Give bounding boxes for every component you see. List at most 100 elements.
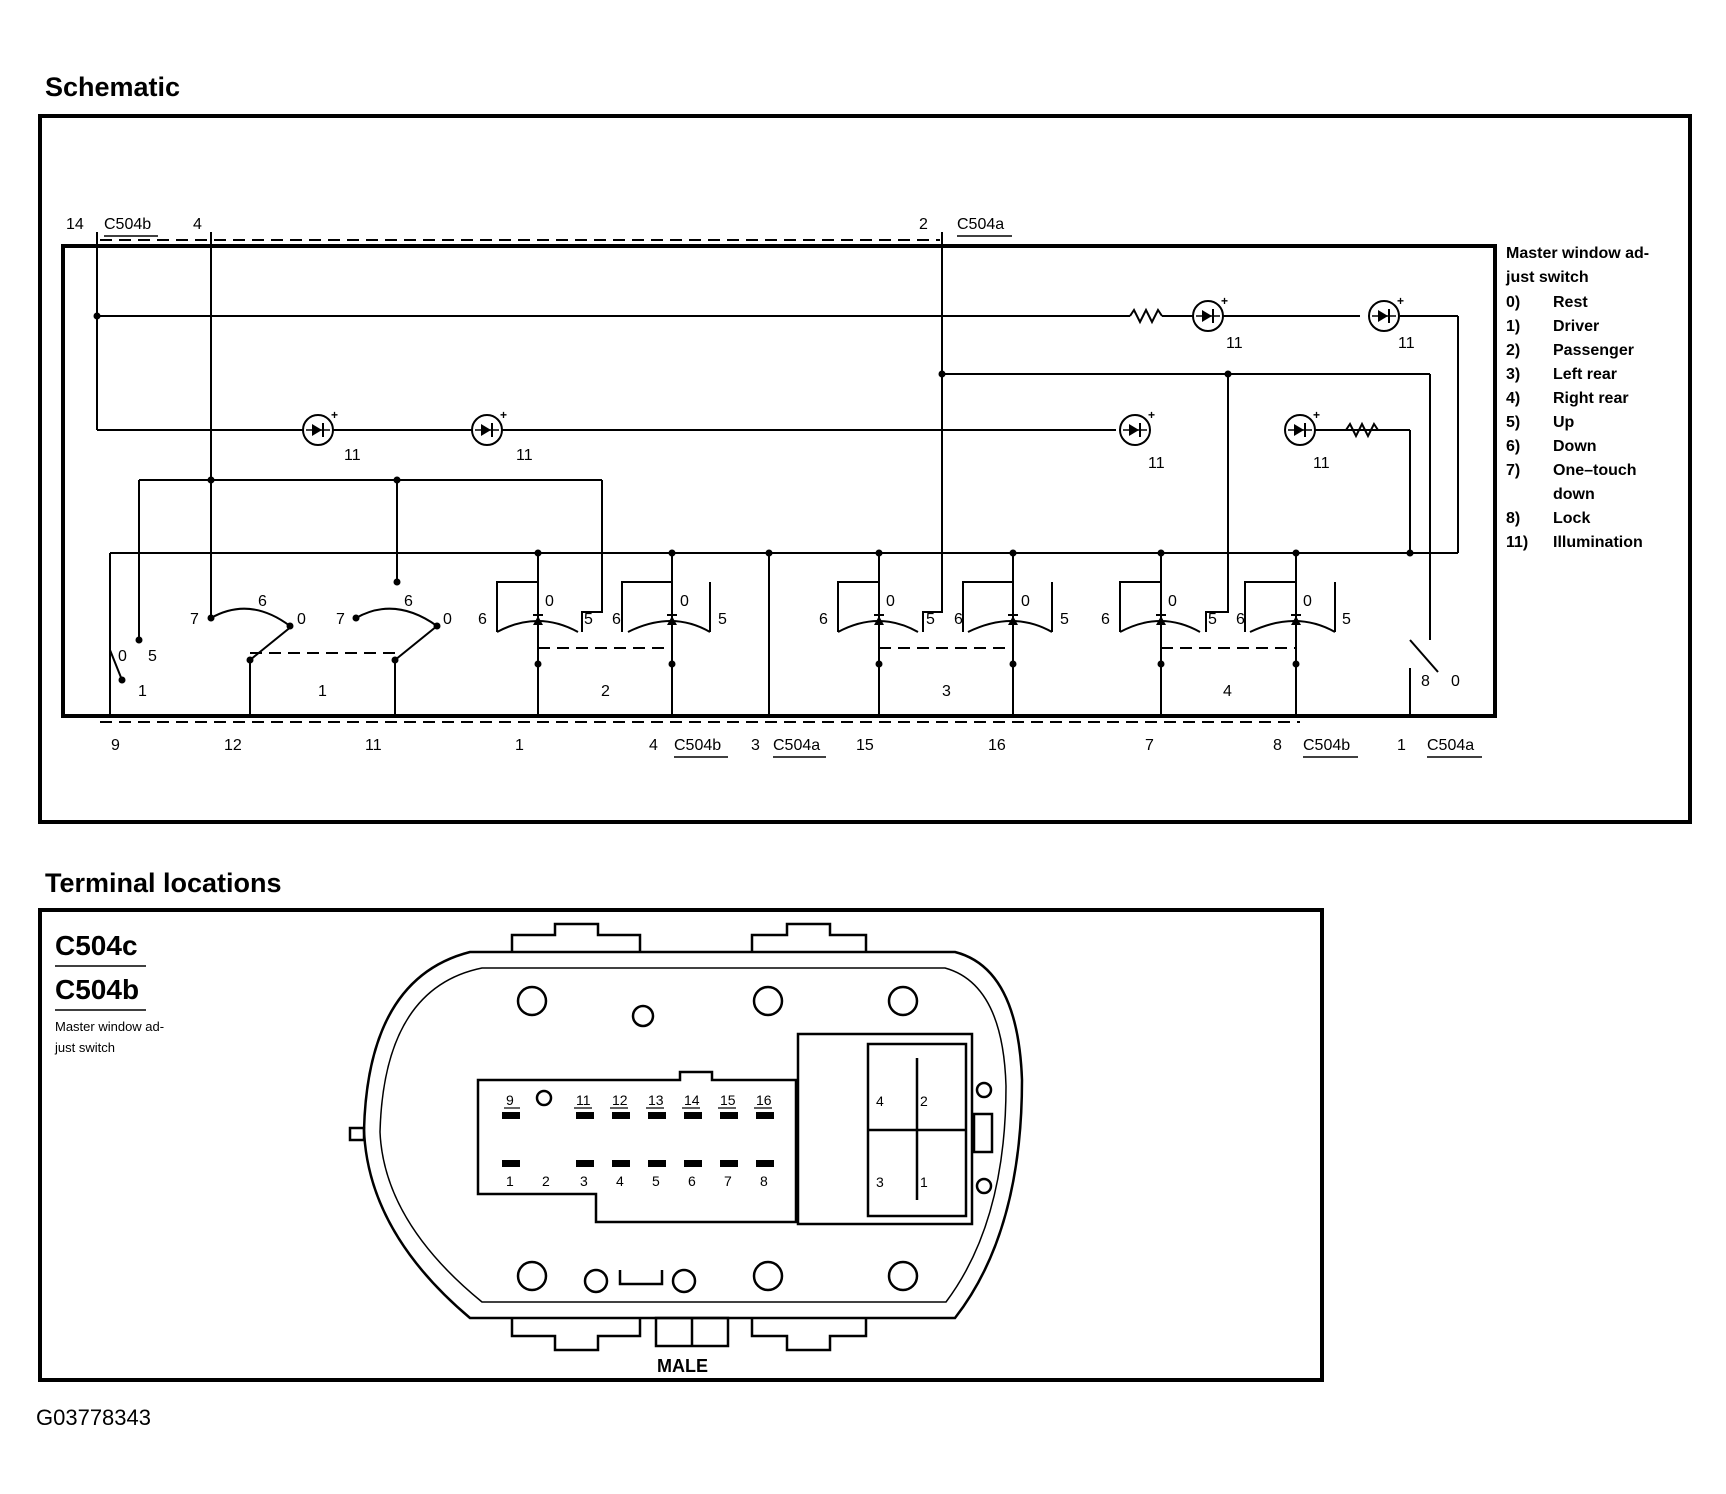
switch-position-label: 5	[1342, 611, 1351, 628]
connector-description: just switch	[54, 1040, 115, 1055]
switch-position-label: 6	[1236, 611, 1245, 628]
legend-key: 5)	[1506, 414, 1520, 431]
switch-position-label: 0	[1168, 593, 1177, 610]
switch-position-label: 0	[1021, 593, 1030, 610]
pin-label: 8	[1273, 737, 1282, 754]
pin-number: 4	[616, 1173, 624, 1189]
pin-label: 9	[111, 737, 120, 754]
pin-label: 11	[365, 737, 382, 754]
switch-number-label: 2	[601, 683, 610, 700]
legend: Master window ad- just switch 0) Rest 1)…	[1505, 245, 1649, 551]
legend-key: 2)	[1506, 342, 1520, 359]
switch-position-label: 0	[118, 648, 127, 665]
connector-label: C504a	[957, 216, 1004, 233]
pin-label: 1	[515, 737, 524, 754]
junction-dots	[93, 312, 1414, 684]
pin-label: 4	[193, 216, 202, 233]
connector-gender-label: MALE	[657, 1356, 708, 1376]
connector-shroud-dashes	[100, 239, 1300, 723]
legend-title: just switch	[1505, 269, 1589, 286]
illumination-label: 11	[344, 447, 361, 464]
legend-key: 3)	[1506, 366, 1520, 383]
legend-text: Up	[1553, 414, 1575, 431]
resistor-symbols	[1129, 307, 1410, 439]
switch-position-label: 5	[718, 611, 727, 628]
pin-label: 16	[988, 737, 1006, 754]
switch-position-label: 7	[190, 611, 199, 628]
illumination-label: 11	[1226, 335, 1243, 352]
legend-text: Lock	[1553, 510, 1590, 527]
switch-position-label: 6	[1101, 611, 1110, 628]
pin-number: 7	[724, 1173, 732, 1189]
pin-number: 6	[688, 1173, 696, 1189]
pin-number: 8	[760, 1173, 768, 1189]
legend-key: 4)	[1506, 390, 1520, 407]
switch-position-label: 0	[886, 593, 895, 610]
switch-position-label: 5	[926, 611, 935, 628]
connector-label: C504a	[773, 737, 820, 754]
pin-label: 12	[224, 737, 242, 754]
switch-position-label: 6	[819, 611, 828, 628]
connector-id-label: C504c	[55, 930, 138, 961]
legend-key: 7)	[1506, 462, 1520, 479]
switch-position-label: 6	[954, 611, 963, 628]
switch-position-label: 6	[404, 593, 413, 610]
pin-number: 1	[506, 1173, 514, 1189]
switch-1-driver	[109, 607, 438, 681]
switch-position-label: 0	[443, 611, 452, 628]
pin-label: 15	[856, 737, 874, 754]
switch-position-label: 0	[297, 611, 306, 628]
pin-number: 2	[542, 1173, 550, 1189]
pin-label: 14	[66, 216, 84, 233]
terminal-frame	[38, 908, 1324, 1382]
legend-key: 0)	[1506, 294, 1520, 311]
switch-number-label: 3	[942, 683, 951, 700]
pin-number: 11	[576, 1092, 591, 1108]
connector-label: C504b	[1303, 737, 1350, 754]
pin-number: 4	[876, 1093, 884, 1109]
switch-position-label: 5	[584, 611, 593, 628]
switch-position-label: 6	[612, 611, 621, 628]
figure-reference: G03778343	[36, 1405, 151, 1430]
terminal-locations-title: Terminal locations	[45, 868, 282, 898]
pin-label: 1	[1397, 737, 1406, 754]
pin-number: 1	[920, 1174, 928, 1190]
connector-pins	[502, 1112, 774, 1167]
pin-label: 4	[649, 737, 658, 754]
legend-text: down	[1553, 486, 1595, 503]
switch-position-label: 0	[1303, 593, 1312, 610]
switch-position-label: 1	[138, 683, 147, 700]
schematic-title: Schematic	[45, 72, 181, 102]
switch-position-label: 6	[478, 611, 487, 628]
switch-position-label: 5	[1060, 611, 1069, 628]
legend-text: Illumination	[1553, 534, 1643, 551]
legend-text: Driver	[1553, 318, 1599, 335]
pin-number: 9	[506, 1092, 514, 1108]
switch-position-label: 5	[1208, 611, 1217, 628]
switch-position-label: 7	[336, 611, 345, 628]
pin-label: 7	[1145, 737, 1154, 754]
connector-id-label: C504b	[55, 974, 139, 1005]
legend-text: Passenger	[1553, 342, 1634, 359]
illumination-label: 11	[1313, 455, 1330, 472]
switch-number-label: 1	[318, 683, 327, 700]
switch-position-label: 0	[1451, 673, 1460, 690]
legend-title: Master window ad-	[1506, 245, 1649, 262]
pin-number: 16	[756, 1092, 772, 1108]
switch-housing-outline	[61, 244, 1497, 718]
legend-text: Right rear	[1553, 390, 1629, 407]
connector-housing	[348, 922, 1024, 1352]
pin-number: 3	[580, 1173, 588, 1189]
legend-text: Down	[1553, 438, 1597, 455]
pin-number: 3	[876, 1174, 884, 1190]
switch-number-label: 4	[1223, 683, 1232, 700]
legend-text: One–touch	[1553, 462, 1637, 479]
switch-position-label: 0	[545, 593, 554, 610]
connector-label: C504b	[104, 216, 151, 233]
pin-number: 13	[648, 1092, 664, 1108]
legend-key: 11)	[1506, 534, 1528, 551]
switch-position-label: 6	[258, 593, 267, 610]
switch-position-label: 0	[680, 593, 689, 610]
schematic-wiring	[96, 232, 1459, 716]
